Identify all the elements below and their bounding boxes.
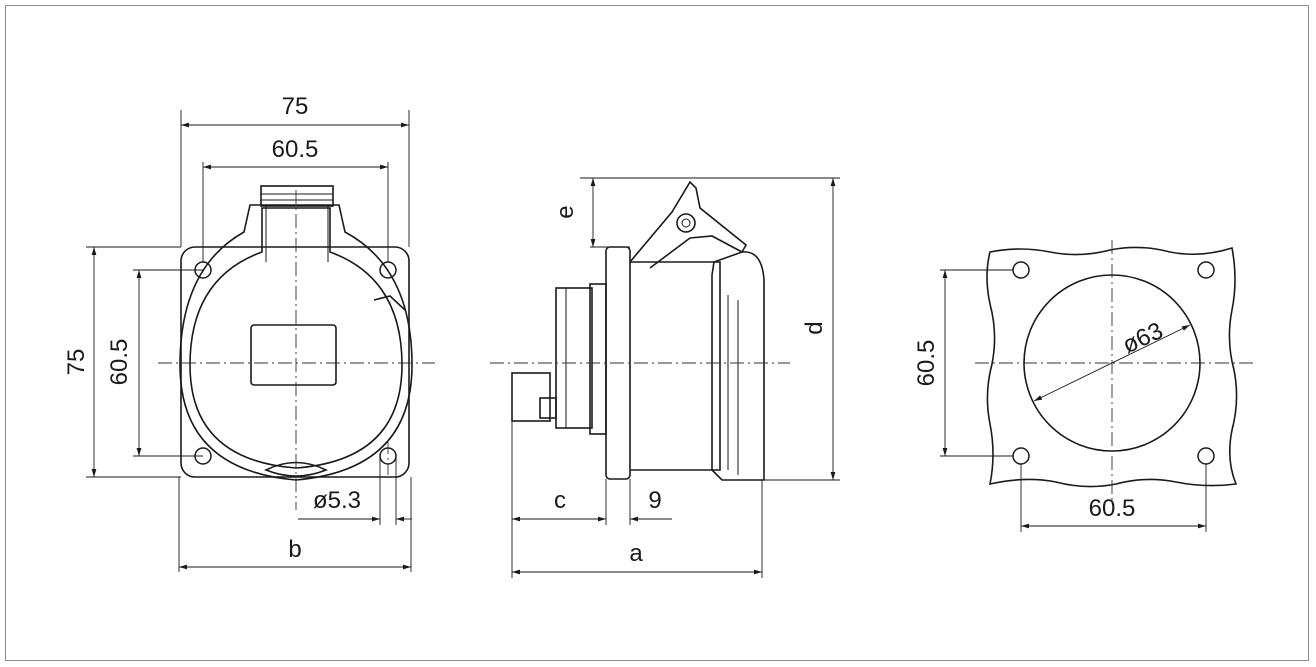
side-view: e d c 9 a — [490, 177, 840, 578]
front-flange — [180, 246, 410, 478]
dim-cutout-diameter: ø63 — [1118, 317, 1167, 359]
dim-height-60-5: 60.5 — [106, 339, 133, 386]
lid-side — [711, 251, 765, 481]
dim-cutout-horizontal: 60.5 — [1089, 495, 1136, 522]
terminal-screw — [539, 397, 557, 419]
hinge-lever — [629, 180, 748, 269]
dim-e: e — [552, 205, 579, 218]
dim-9: 9 — [648, 487, 661, 514]
label-window — [250, 324, 337, 386]
dim-b: b — [288, 536, 301, 563]
dim-height-75: 75 — [63, 349, 90, 376]
lid-latch — [264, 461, 328, 477]
cutout-hole — [1012, 261, 1030, 279]
dim-width-75: 75 — [282, 93, 309, 120]
dim-width-60-5: 60.5 — [272, 136, 319, 163]
cutout-view: ø63 60.5 60.5 — [913, 240, 1255, 532]
dim-hole-diameter: ø5.3 — [313, 487, 361, 514]
hinge-pin — [676, 213, 696, 233]
cutout-hole — [1197, 447, 1215, 465]
drawing-frame — [5, 5, 1309, 661]
main-body — [630, 261, 721, 471]
lid-inner — [189, 207, 403, 469]
cutout-hole — [1197, 261, 1215, 279]
rear-terminal — [511, 372, 551, 422]
dim-cutout-vertical: 60.5 — [913, 340, 940, 387]
lid-hinge — [260, 185, 334, 207]
dim-a: a — [629, 540, 643, 567]
dim-d: d — [801, 321, 828, 334]
panel-outline — [986, 246, 1238, 488]
front-view: 75 60.5 75 60.5 ø5.3 b — [63, 93, 435, 572]
rear-housing — [555, 287, 593, 429]
cutout-hole — [1012, 447, 1030, 465]
dim-c: c — [554, 487, 566, 514]
side-clip — [373, 295, 406, 311]
